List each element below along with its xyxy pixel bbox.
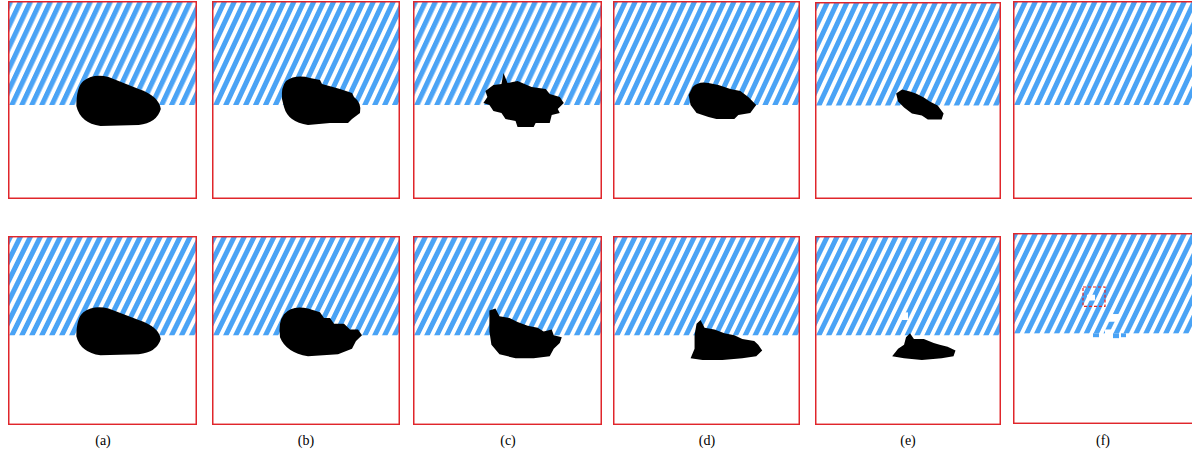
panel <box>212 1 400 199</box>
panel <box>8 236 197 425</box>
panel <box>815 236 1001 425</box>
panel-label: (f) <box>1096 433 1110 449</box>
panel <box>8 1 197 199</box>
panel-label: (a) <box>95 433 111 449</box>
panel-label: (b) <box>298 433 314 449</box>
panel <box>1013 1 1192 199</box>
panel <box>613 1 800 199</box>
panel-label: (e) <box>900 433 916 449</box>
panel <box>613 236 800 425</box>
panel <box>413 1 602 199</box>
panel <box>815 2 1001 199</box>
panel-label: (c) <box>500 433 516 449</box>
panel <box>1013 233 1192 424</box>
panel-label: (d) <box>699 433 715 449</box>
panel <box>212 236 400 425</box>
panel <box>413 236 602 425</box>
